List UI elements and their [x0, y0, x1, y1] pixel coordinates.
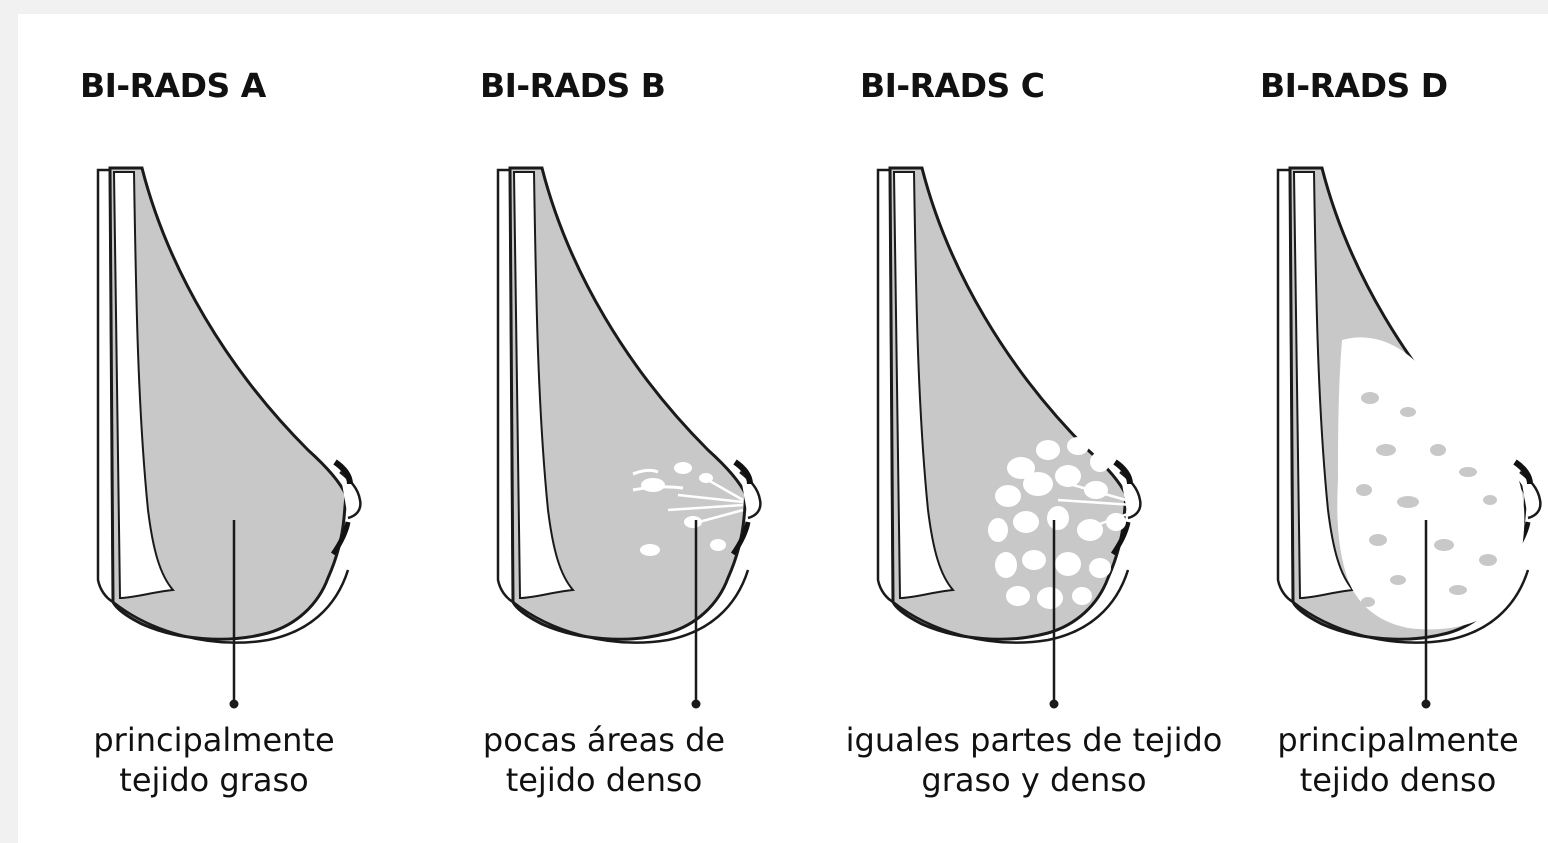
breast-outline — [498, 168, 760, 643]
panel-caption: principalmente tejido denso — [1277, 720, 1518, 800]
caption-line-1: principalmente — [93, 720, 334, 760]
breast-outline — [98, 168, 360, 643]
breast-illustration-fatty — [78, 150, 378, 710]
panel-title: BI-RADS A — [80, 66, 266, 105]
breast-illustration-extreme — [1258, 150, 1548, 710]
caption-line-2: tejido denso — [1277, 760, 1518, 800]
caption-line-1: principalmente — [1277, 720, 1518, 760]
breast-illustration-heterogeneous — [858, 150, 1158, 710]
panel-caption: iguales partes de tejido graso y denso — [846, 720, 1223, 800]
caption-line-1: pocas áreas de — [483, 720, 725, 760]
panel-caption: pocas áreas de tejido denso — [483, 720, 725, 800]
caption-line-2: tejido graso — [93, 760, 334, 800]
panel-title: BI-RADS C — [860, 66, 1044, 105]
caption-line-1: iguales partes de tejido — [846, 720, 1223, 760]
breast-illustration-scattered — [478, 150, 778, 710]
panel-caption: principalmente tejido graso — [93, 720, 334, 800]
panel-title: BI-RADS B — [480, 66, 665, 105]
caption-line-2: tejido denso — [483, 760, 725, 800]
diagram-card: BI-RADS A principalmente tejido graso BI… — [18, 14, 1548, 843]
caption-line-2: graso y denso — [846, 760, 1223, 800]
panel-title: BI-RADS D — [1260, 66, 1448, 105]
